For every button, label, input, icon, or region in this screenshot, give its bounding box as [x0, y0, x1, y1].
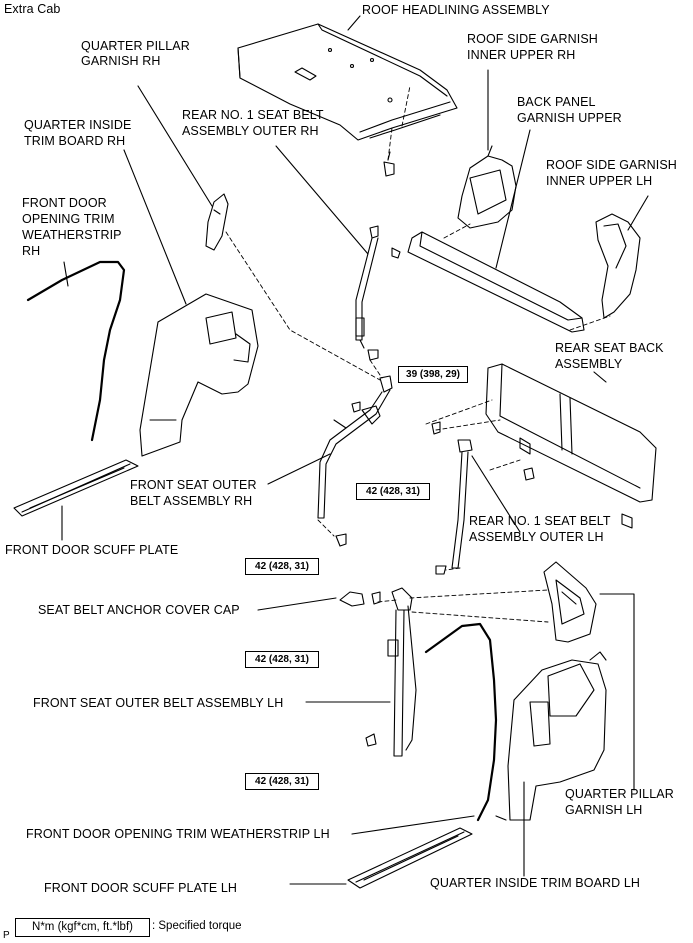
- leader-trim-rh: [123, 149, 187, 305]
- roof-headlining-part: [237, 23, 458, 177]
- label-roof-side-rh-1: ROOF SIDE GARNISH: [467, 32, 598, 46]
- label-scuff-lh: FRONT DOOR SCUFF PLATE LH: [44, 881, 238, 895]
- label-front-belt-lh: FRONT SEAT OUTER BELT ASSEMBLY LH: [33, 696, 284, 710]
- torque-box-rear-belt-lh-upper: 42 (428, 31): [356, 483, 430, 500]
- leader-seat-back: [593, 371, 607, 383]
- label-rear-belt-rh-2: ASSEMBLY OUTER RH: [182, 124, 319, 138]
- label-rear-belt-rh-1: REAR NO. 1 SEAT BELT: [182, 108, 324, 122]
- quarter-trim-board-lh-part: [495, 651, 607, 821]
- back-panel-garnish-part: [407, 231, 585, 333]
- model-label: Extra Cab: [4, 2, 61, 16]
- label-anchor-cap: SEAT BELT ANCHOR COVER CAP: [38, 603, 240, 617]
- torque-box-rear-belt-lh-lower: 42 (428, 31): [245, 558, 319, 575]
- torque-box-front-belt-lh-upper: 42 (428, 31): [245, 651, 319, 668]
- quarter-pillar-garnish-rh-part: [205, 193, 229, 251]
- weatherstrip-lh-part: [424, 622, 498, 822]
- leader-rear-belt-lh: [471, 455, 521, 533]
- dashed-assembly-lines: [225, 85, 611, 623]
- legend-torque-unit-box: N*m (kgf*cm, ft.*lbf): [15, 918, 150, 937]
- legend-torque-text: : Specified torque: [152, 920, 242, 932]
- label-quarter-trim-rh-1: QUARTER INSIDE: [24, 118, 132, 132]
- anchor-cover-cap-part: [339, 591, 381, 607]
- label-back-panel-1: BACK PANEL: [517, 95, 596, 109]
- label-rear-seat-back-1: REAR SEAT BACK: [555, 341, 664, 355]
- roof-side-garnish-lh-part: [595, 213, 641, 319]
- leader-weatherstrip-lh: [351, 815, 475, 835]
- weatherstrip-rh-part: [26, 260, 126, 442]
- label-quarter-pillar-lh-2: GARNISH LH: [565, 803, 643, 817]
- front-seat-belt-rh-part: [317, 375, 393, 547]
- label-rear-seat-back-2: ASSEMBLY: [555, 357, 623, 371]
- front-door-scuff-plate-part: [13, 459, 139, 517]
- label-roof-side-lh-2: INNER UPPER LH: [546, 174, 653, 188]
- label-rear-belt-lh-1: REAR NO. 1 SEAT BELT: [469, 514, 611, 528]
- quarter-trim-board-rh-part: [139, 293, 259, 457]
- page-code: P: [3, 930, 10, 941]
- leader-pillar-rh: [137, 85, 213, 207]
- label-weatherstrip-rh-1: FRONT DOOR: [22, 196, 107, 210]
- label-scuff-rh: FRONT DOOR SCUFF PLATE: [5, 543, 179, 557]
- label-weatherstrip-rh-3: WEATHERSTRIP: [22, 228, 122, 242]
- label-quarter-pillar-rh-1: QUARTER PILLAR: [81, 39, 190, 53]
- label-back-panel-2: GARNISH UPPER: [517, 111, 622, 125]
- quarter-pillar-garnish-lh-part: [543, 561, 597, 643]
- rear-seat-back-part: [485, 363, 657, 529]
- label-rear-belt-lh-2: ASSEMBLY OUTER LH: [469, 530, 604, 544]
- label-quarter-trim-lh: QUARTER INSIDE TRIM BOARD LH: [430, 876, 641, 890]
- torque-box-seat-back: 39 (398, 29): [398, 366, 468, 383]
- label-weatherstrip-rh-4: RH: [22, 244, 41, 258]
- front-door-scuff-plate-lh-part: [347, 827, 473, 889]
- label-weatherstrip-rh-2: OPENING TRIM: [22, 212, 115, 226]
- leader-pillar-lh: [599, 593, 635, 791]
- label-quarter-pillar-lh-1: QUARTER PILLAR: [565, 787, 674, 801]
- torque-box-front-belt-lh-lower: 42 (428, 31): [245, 773, 319, 790]
- front-seat-belt-lh-part: [365, 587, 417, 757]
- label-roof-headlining: ROOF HEADLINING ASSEMBLY: [362, 3, 550, 17]
- leader-rear-belt-rh: [275, 145, 369, 255]
- label-roof-side-rh-2: INNER UPPER RH: [467, 48, 576, 62]
- leader-roof-side-lh: [627, 195, 649, 231]
- leader-roof: [347, 15, 361, 31]
- leader-front-belt-rh: [267, 453, 331, 485]
- leader-weatherstrip-rh: [63, 261, 69, 287]
- roof-side-garnish-rh-part: [457, 145, 517, 229]
- label-weatherstrip-lh: FRONT DOOR OPENING TRIM WEATHERSTRIP LH: [26, 827, 330, 841]
- label-quarter-pillar-rh-2: GARNISH RH: [81, 54, 161, 68]
- label-roof-side-lh-1: ROOF SIDE GARNISH: [546, 158, 677, 172]
- rear-seat-belt-rh-part: [355, 225, 401, 361]
- rear-seat-belt-lh-part: [431, 421, 473, 575]
- leader-back-panel: [495, 129, 531, 269]
- label-front-belt-rh-1: FRONT SEAT OUTER: [130, 478, 257, 492]
- label-quarter-trim-rh-2: TRIM BOARD RH: [24, 134, 126, 148]
- leader-anchor-cap: [257, 597, 337, 611]
- label-front-belt-rh-2: BELT ASSEMBLY RH: [130, 494, 253, 508]
